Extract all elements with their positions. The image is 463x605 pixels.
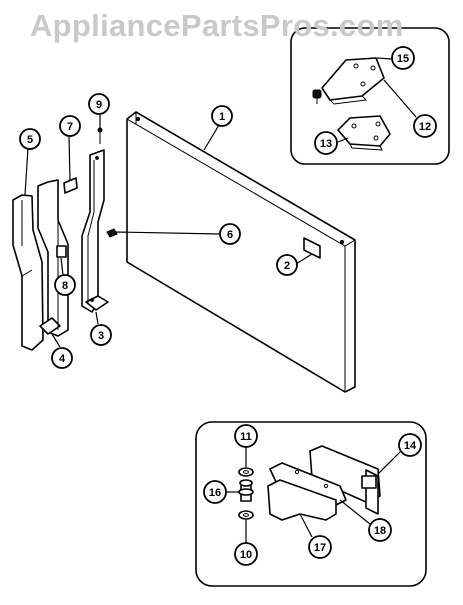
svg-text:15: 15 — [397, 53, 409, 65]
svg-text:6: 6 — [227, 229, 233, 241]
svg-text:3: 3 — [98, 330, 104, 342]
hinge — [309, 445, 381, 515]
svg-text:8: 8 — [62, 280, 68, 292]
handle-trim-strip — [81, 149, 109, 313]
upper-washer — [238, 467, 254, 477]
callout-3: 3 — [90, 324, 112, 346]
callout-9: 9 — [88, 93, 110, 115]
upper-hinge-bracket — [312, 57, 385, 105]
leader-lines — [24, 57, 417, 543]
svg-text:17: 17 — [314, 542, 326, 554]
svg-text:4: 4 — [59, 353, 66, 365]
svg-text:14: 14 — [404, 440, 417, 452]
callout-14: 14 — [398, 433, 422, 457]
mid-trim-strip — [37, 179, 69, 337]
svg-text:13: 13 — [320, 138, 332, 150]
svg-text:1: 1 — [219, 111, 225, 123]
svg-text:5: 5 — [27, 134, 33, 146]
callout-8: 8 — [54, 274, 76, 296]
lower-washer — [238, 510, 254, 520]
callout-16: 16 — [203, 480, 227, 504]
callout-6: 6 — [219, 223, 241, 245]
svg-text:11: 11 — [240, 431, 252, 443]
lower-hinge-plate — [337, 115, 391, 151]
callout-2: 2 — [276, 254, 298, 276]
callout-4: 4 — [51, 347, 73, 369]
watermark-logo: AppliancePartsPros.com — [30, 8, 404, 43]
lower-hinge-inset-frame — [195, 421, 427, 587]
svg-text:18: 18 — [374, 525, 386, 537]
svg-text:7: 7 — [67, 121, 73, 133]
trim-block — [56, 245, 67, 258]
callout-17: 17 — [308, 535, 332, 559]
callout-5: 5 — [19, 128, 41, 150]
hinge-inset-frame — [290, 27, 450, 165]
svg-text:2: 2 — [284, 260, 290, 272]
hinge-pin — [238, 479, 254, 502]
svg-text:9: 9 — [96, 99, 102, 111]
door-panel — [126, 111, 356, 393]
callout-15: 15 — [391, 46, 415, 70]
trim-clip — [63, 177, 78, 194]
callout-11: 11 — [234, 424, 258, 448]
callout-10: 10 — [234, 542, 258, 566]
svg-text:12: 12 — [419, 121, 431, 133]
callout-13: 13 — [314, 131, 338, 155]
callout-1: 1 — [211, 105, 233, 127]
trim-screw — [97, 127, 103, 144]
callout-18: 18 — [368, 518, 392, 542]
callout-7: 7 — [59, 115, 81, 137]
svg-text:10: 10 — [240, 549, 252, 561]
door-plug — [106, 228, 118, 238]
door-label — [303, 237, 321, 259]
callout-12: 12 — [413, 114, 437, 138]
svg-text:16: 16 — [209, 487, 221, 499]
